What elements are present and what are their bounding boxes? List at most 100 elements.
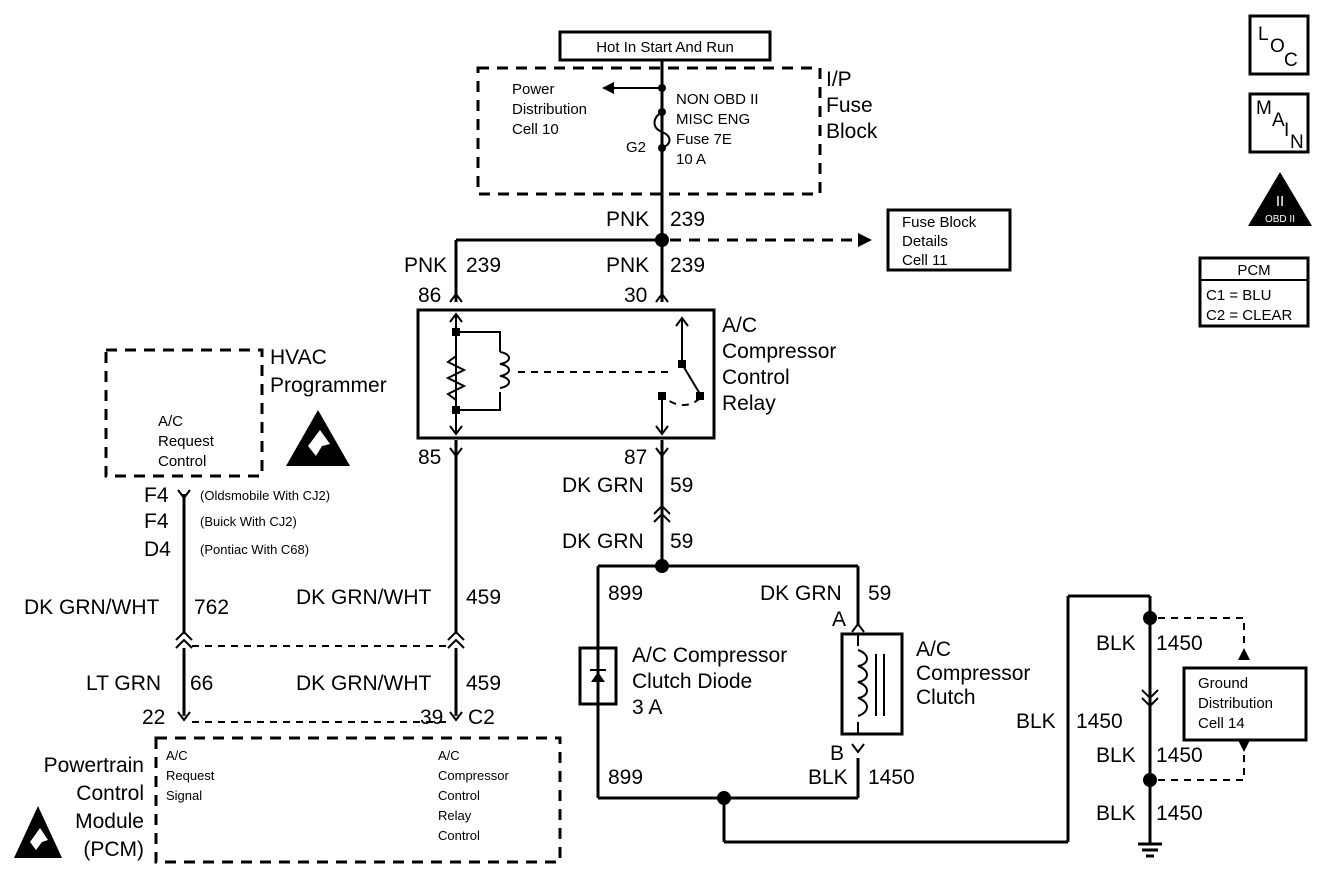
diode-icon (578, 646, 618, 706)
svg-text:Cell 10: Cell 10 (512, 121, 559, 138)
svg-text:BLK: BLK (1016, 710, 1056, 733)
svg-text:C2 = CLEAR: C2 = CLEAR (1206, 307, 1292, 324)
svg-text:OBD II: OBD II (1265, 214, 1295, 225)
svg-text:DK GRN/WHT: DK GRN/WHT (24, 596, 159, 619)
svg-text:NON OBD II: NON OBD II (676, 91, 759, 108)
clutch-coil-icon (857, 649, 868, 717)
svg-text:C1 = BLU: C1 = BLU (1206, 287, 1271, 304)
wire-color-label: PNK (606, 208, 649, 231)
svg-text:239: 239 (466, 254, 501, 277)
pcm-esd-warning-icon (14, 806, 62, 858)
svg-text:A: A (1272, 110, 1285, 131)
svg-text:DK GRN: DK GRN (760, 582, 842, 605)
power-source-label: Hot In Start And Run (558, 30, 772, 62)
svg-text:762: 762 (194, 596, 229, 619)
arrow-down-icon (1238, 740, 1250, 752)
svg-text:PNK: PNK (404, 254, 447, 277)
fuse-block-outline (476, 66, 822, 196)
hvac-programmer-title: HVAC Programmer (270, 346, 387, 397)
svg-text:899: 899 (608, 766, 643, 789)
relay-title: A/C Compressor Control Relay (722, 314, 836, 415)
svg-text:Signal: Signal (166, 788, 202, 803)
clutch-pin-b: B (830, 742, 844, 765)
svg-text:Distribution: Distribution (512, 101, 587, 118)
pcm-title: Powertrain Control Module (PCM) (44, 754, 144, 861)
svg-text:Clutch: Clutch (916, 686, 976, 709)
pcm-outline (154, 736, 562, 864)
svg-text:BLK: BLK (1096, 802, 1136, 825)
ground-distribution-ref: Ground Distribution Cell 14 (1182, 666, 1308, 742)
hvac-programmer-outline (104, 348, 264, 478)
svg-text:O: O (1270, 36, 1285, 57)
svg-text:DK GRN: DK GRN (562, 530, 644, 553)
svg-text:1450: 1450 (868, 766, 915, 789)
svg-text:A/C: A/C (722, 314, 757, 337)
relay-pin-85: 85 (418, 446, 441, 469)
arrow-left-icon (602, 82, 614, 94)
svg-text:1450: 1450 (1076, 710, 1123, 733)
hvac-pin-labels: F4 F4 D4 (Oldsmobile With CJ2) (Buick Wi… (144, 484, 330, 561)
svg-text:A/C: A/C (438, 748, 460, 763)
svg-text:N: N (1290, 132, 1304, 153)
svg-text:Relay: Relay (722, 392, 776, 415)
svg-text:MISC ENG: MISC ENG (676, 111, 750, 128)
resistor-icon (445, 355, 467, 401)
hvac-request-control: A/C Request Control (158, 413, 215, 470)
svg-text:Control: Control (438, 828, 480, 843)
svg-text:L: L (1258, 24, 1269, 45)
svg-text:899: 899 (608, 582, 643, 605)
svg-text:Power: Power (512, 81, 555, 98)
svg-text:II: II (1276, 193, 1284, 210)
svg-text:Hot In Start And Run: Hot In Start And Run (596, 39, 734, 56)
pcm-request-signal: A/C Request Signal (166, 748, 215, 803)
svg-text:Cell 11: Cell 11 (902, 252, 948, 269)
svg-text:M: M (1256, 98, 1272, 119)
svg-text:Distribution: Distribution (1198, 695, 1273, 712)
svg-text:Control: Control (158, 453, 206, 470)
svg-text:BLK: BLK (808, 766, 848, 789)
clutch-label: A/C Compressor Clutch (916, 638, 1030, 709)
svg-text:A/C Compressor: A/C Compressor (632, 644, 787, 667)
svg-text:59: 59 (868, 582, 891, 605)
fuse-label: NON OBD II MISC ENG Fuse 7E 10 A (676, 91, 759, 168)
svg-text:Request: Request (158, 433, 215, 450)
svg-text:(Oldsmobile With CJ2): (Oldsmobile With CJ2) (200, 488, 330, 503)
svg-text:Fuse Block: Fuse Block (902, 214, 977, 231)
svg-text:(PCM): (PCM) (83, 838, 144, 861)
pcm-relay-control: A/C Compressor Control Relay Control (438, 748, 509, 843)
fuse-block-details-ref: Fuse Block Details Cell 11 (886, 208, 1012, 272)
pcm-connector-c2: C2 (468, 706, 495, 729)
svg-text:59: 59 (670, 530, 693, 553)
svg-text:459: 459 (466, 586, 501, 609)
svg-text:PNK: PNK (606, 254, 649, 277)
svg-text:3 A: 3 A (632, 696, 662, 719)
svg-text:459: 459 (466, 672, 501, 695)
fuse-terminal-label: G2 (626, 139, 646, 156)
svg-text:C: C (1284, 50, 1298, 71)
svg-text:BLK: BLK (1096, 744, 1136, 767)
svg-text:Relay: Relay (438, 808, 472, 823)
svg-text:(Buick With CJ2): (Buick With CJ2) (200, 514, 297, 529)
svg-text:A/C: A/C (916, 638, 951, 661)
svg-text:Powertrain: Powertrain (44, 754, 144, 777)
svg-text:Fuse: Fuse (826, 94, 873, 117)
svg-text:1450: 1450 (1156, 744, 1203, 767)
svg-text:A/C: A/C (166, 748, 188, 763)
svg-text:Cell 14: Cell 14 (1198, 715, 1245, 732)
svg-text:Module: Module (75, 810, 144, 833)
svg-text:Clutch Diode: Clutch Diode (632, 670, 752, 693)
diode-label: A/C Compressor Clutch Diode 3 A (632, 644, 787, 719)
svg-text:Compressor: Compressor (438, 768, 509, 783)
svg-text:D4: D4 (144, 538, 171, 561)
svg-text:Control: Control (722, 366, 790, 389)
svg-text:Request: Request (166, 768, 215, 783)
svg-text:Details: Details (902, 233, 948, 250)
svg-text:Programmer: Programmer (270, 374, 387, 397)
relay-pin-87: 87 (624, 446, 647, 469)
ground-icon (1138, 842, 1162, 858)
arrow-right-icon (858, 233, 872, 247)
obd-ii-icon: II OBD II (1248, 172, 1312, 226)
svg-text:Block: Block (826, 120, 878, 143)
svg-text:1450: 1450 (1156, 632, 1203, 655)
